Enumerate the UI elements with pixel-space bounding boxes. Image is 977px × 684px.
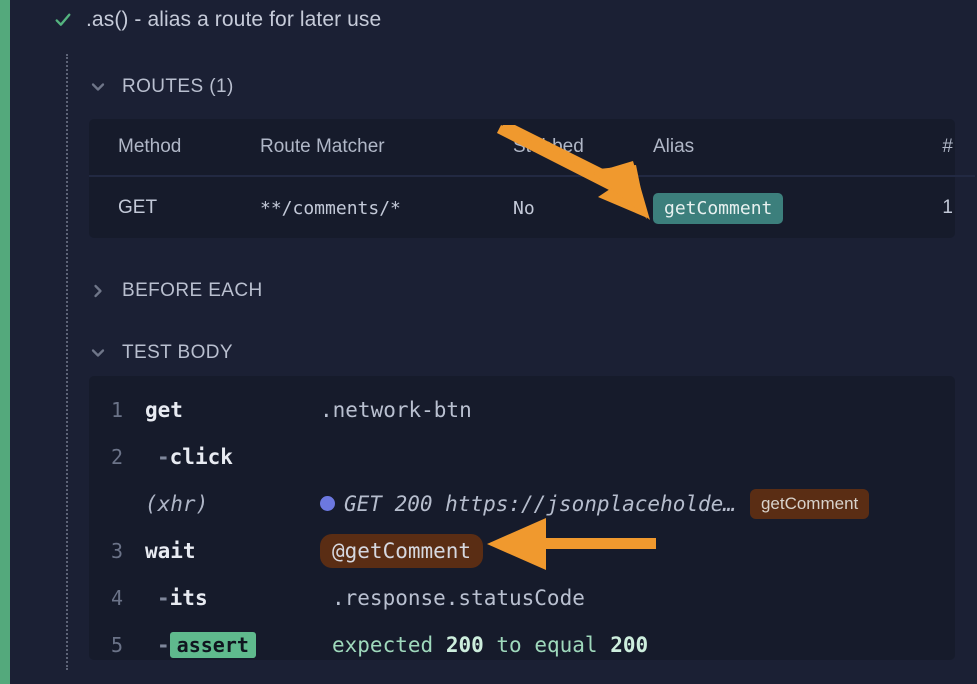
assert-message: expected 200 to equal 200 (332, 633, 648, 657)
command-row-xhr[interactable]: (xhr) GET 200 https://jsonplaceholde… ge… (89, 480, 955, 527)
command-name: get (145, 397, 183, 422)
column-header-method: Method (89, 119, 260, 177)
section-label-before-each: BEFORE EACH (122, 280, 263, 301)
test-body-panel: 1 get .network-btn 2 -click (xhr) GET 20… (89, 376, 955, 660)
test-title-row[interactable]: .as() - alias a route for later use (54, 8, 381, 32)
command-number: 3 (111, 538, 124, 563)
command-name-text: click (169, 444, 233, 469)
cell-count: 1 (942, 197, 953, 218)
wait-alias-badge[interactable]: @getComment (320, 533, 484, 568)
command-row-wait[interactable]: 3 wait @getComment (89, 527, 955, 574)
command-number: 1 (111, 397, 124, 422)
test-nesting-guide-line (66, 54, 68, 670)
xhr-request-text: GET 200 https://jsonplaceholde… (344, 491, 736, 516)
command-name: -click (157, 444, 233, 469)
command-row-assert[interactable]: 5 -assert expected 200 to equal 200 (89, 621, 955, 668)
assert-actual-value: 200 (445, 632, 484, 657)
command-message: .network-btn (320, 397, 472, 422)
test-title: .as() - alias a route for later use (86, 8, 382, 31)
column-header-count: # (893, 119, 975, 177)
cell-stubbed: No (513, 197, 535, 219)
command-row-its[interactable]: 4 -its .response.statusCode (89, 574, 955, 621)
check-icon (55, 13, 71, 26)
cell-method: GET (118, 197, 158, 218)
cell-alias: getComment (653, 176, 893, 239)
cell-route-matcher: **/comments/* (260, 197, 401, 219)
section-label-routes: ROUTES (1) (122, 76, 234, 97)
xhr-alias-badge[interactable]: getComment (749, 488, 870, 519)
command-name-text: its (169, 585, 208, 610)
routes-table-header-row: Method Route Matcher Stubbed Alias # (89, 119, 975, 177)
section-header-before-each[interactable]: BEFORE EACH (90, 280, 263, 302)
table-row[interactable]: GET **/comments/* No getComment 1 (89, 176, 975, 239)
command-log: 1 get .network-btn 2 -click (xhr) GET 20… (89, 376, 955, 668)
routes-table: Method Route Matcher Stubbed Alias # GET… (89, 119, 975, 239)
command-name: -assert (145, 631, 332, 658)
section-label-test-body: TEST BODY (122, 342, 233, 363)
command-number: 2 (111, 444, 124, 469)
chevron-right-icon (94, 284, 102, 298)
xhr-status-dot-icon (320, 496, 335, 511)
command-number: 4 (111, 585, 124, 610)
command-row-get[interactable]: 1 get .network-btn (89, 386, 955, 433)
command-name: (xhr) (145, 491, 209, 516)
command-row-click[interactable]: 2 -click (89, 433, 955, 480)
assert-word-toequal: to equal (496, 632, 598, 657)
chevron-down-icon (91, 83, 105, 91)
column-header-alias: Alias (653, 119, 893, 177)
test-status-stripe (0, 0, 10, 684)
command-message: .response.statusCode (332, 585, 585, 610)
assert-expected-value: 200 (610, 632, 649, 657)
column-header-stubbed: Stubbed (513, 119, 653, 177)
assert-word-expected: expected (332, 632, 434, 657)
command-name: -its (157, 585, 208, 610)
alias-badge[interactable]: getComment (653, 192, 784, 224)
section-header-routes[interactable]: ROUTES (1) (90, 76, 234, 98)
command-name: wait (145, 538, 196, 563)
command-number: 5 (111, 632, 124, 657)
assert-badge: assert (169, 631, 256, 658)
routes-panel: Method Route Matcher Stubbed Alias # GET… (89, 119, 975, 238)
section-header-test-body[interactable]: TEST BODY (90, 342, 233, 364)
chevron-down-icon (91, 349, 105, 357)
column-header-route-matcher: Route Matcher (260, 119, 513, 177)
